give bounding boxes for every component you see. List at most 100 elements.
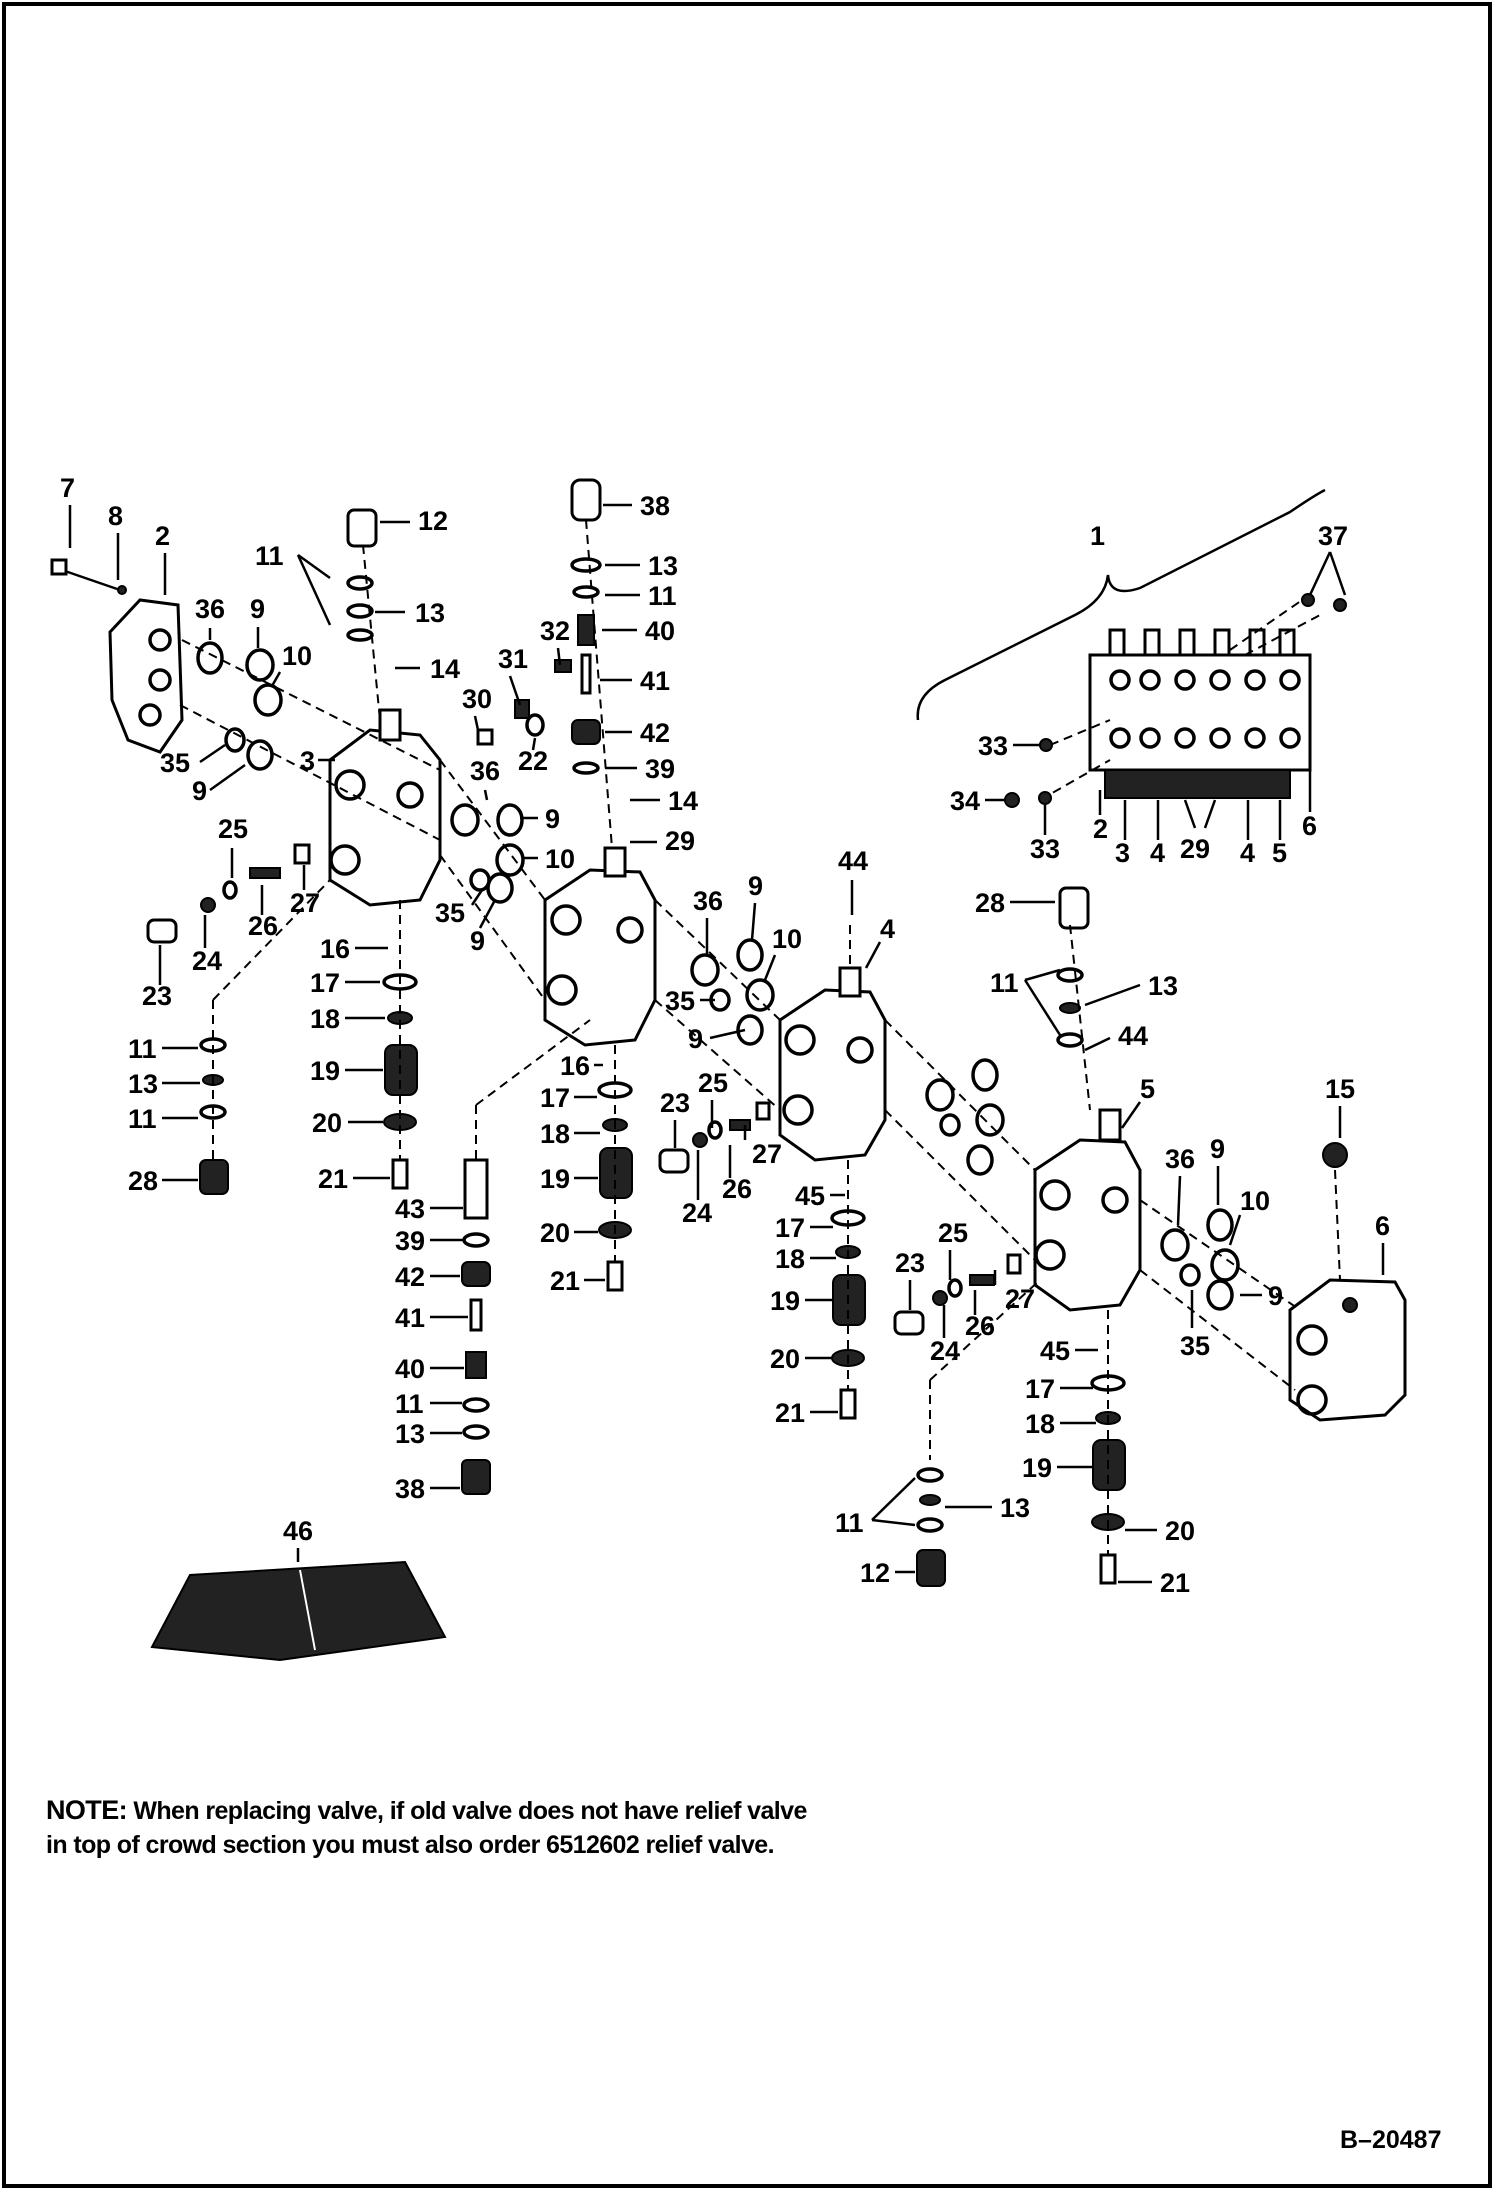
callout-40: 40 xyxy=(395,1354,425,1384)
note-heading: NOTE: xyxy=(46,1795,128,1825)
callout-40: 40 xyxy=(645,616,675,646)
callout-42: 42 xyxy=(395,1262,425,1292)
callout-27: 27 xyxy=(752,1139,782,1169)
callout-12: 12 xyxy=(418,506,448,536)
callout-11: 11 xyxy=(128,1034,157,1064)
note-text: NOTE: When replacing valve, if old valve… xyxy=(46,1793,946,1862)
callout-23: 23 xyxy=(142,981,172,1011)
callout-18: 18 xyxy=(310,1004,340,1034)
callout-26: 26 xyxy=(965,1311,995,1341)
callout-9: 9 xyxy=(192,776,207,806)
callout-44: 44 xyxy=(1118,1021,1148,1051)
seal-rings xyxy=(196,641,1240,1311)
callout-5: 5 xyxy=(1140,1074,1155,1104)
callout-45: 45 xyxy=(795,1181,825,1211)
callout-22: 22 xyxy=(518,746,548,776)
valve-section-5-part xyxy=(1033,1108,1142,1312)
callout-4: 4 xyxy=(880,914,895,944)
callout-28: 28 xyxy=(128,1166,158,1196)
callout-24: 24 xyxy=(192,946,222,976)
assembly-lines xyxy=(179,519,1341,1555)
note-line-1: When replacing valve, if old valve does … xyxy=(133,1797,807,1825)
callout-36: 36 xyxy=(470,756,500,786)
mat-part xyxy=(150,1560,447,1662)
callout-25: 25 xyxy=(218,814,248,844)
callout-3: 3 xyxy=(300,746,315,776)
callout-9: 9 xyxy=(1210,1134,1225,1164)
callout-41: 41 xyxy=(640,666,670,696)
callout-13: 13 xyxy=(1000,1493,1030,1523)
callout-9: 9 xyxy=(1268,1281,1283,1311)
callout-2: 2 xyxy=(155,521,170,551)
callout-6: 6 xyxy=(1302,811,1317,841)
callout-25: 25 xyxy=(698,1068,728,1098)
callout-9: 9 xyxy=(470,926,485,956)
callout-19: 19 xyxy=(540,1164,570,1194)
callout-9: 9 xyxy=(545,804,560,834)
callout-23: 23 xyxy=(660,1088,690,1118)
callout-2: 2 xyxy=(1093,814,1108,844)
callout-13: 13 xyxy=(1148,971,1178,1001)
callout-21: 21 xyxy=(775,1398,805,1428)
callout-17: 17 xyxy=(540,1083,570,1113)
callout-18: 18 xyxy=(540,1119,570,1149)
callout-labels: 7 8 2 11 12 13 14 36 9 10 35 9 3 30 31 2… xyxy=(60,473,1390,1598)
callout-17: 17 xyxy=(1025,1374,1055,1404)
callout-35: 35 xyxy=(665,986,695,1016)
callout-11: 11 xyxy=(835,1508,864,1538)
valve-section-29-part xyxy=(543,846,657,1047)
callout-13: 13 xyxy=(395,1419,425,1449)
callout-11: 11 xyxy=(128,1104,157,1134)
callout-15: 15 xyxy=(1325,1074,1355,1104)
callout-25: 25 xyxy=(938,1218,968,1248)
callout-32: 32 xyxy=(540,616,570,646)
callout-9: 9 xyxy=(688,1024,703,1054)
callout-36: 36 xyxy=(693,886,723,916)
drawing-number: B–20487 xyxy=(1340,2126,1442,2154)
callout-29: 29 xyxy=(1180,834,1210,864)
callout-10: 10 xyxy=(282,641,312,671)
callout-29: 29 xyxy=(665,826,695,856)
callout-20: 20 xyxy=(1165,1516,1195,1546)
valve-section-3-part xyxy=(328,708,442,907)
callout-20: 20 xyxy=(312,1108,342,1138)
inlet-plate-part xyxy=(50,558,184,754)
assembled-valve-part xyxy=(1088,628,1312,799)
callout-27: 27 xyxy=(290,888,320,918)
callout-6: 6 xyxy=(1375,1211,1390,1241)
callout-37: 37 xyxy=(1318,521,1348,551)
callout-10: 10 xyxy=(545,844,575,874)
check-plug-assemblies xyxy=(146,659,1022,1336)
callout-35: 35 xyxy=(160,748,190,778)
callout-19: 19 xyxy=(310,1056,340,1086)
callout-33: 33 xyxy=(978,731,1008,761)
callout-20: 20 xyxy=(770,1344,800,1374)
callout-11: 11 xyxy=(255,541,284,571)
callout-16: 16 xyxy=(560,1051,590,1081)
callout-7: 7 xyxy=(60,473,75,503)
callout-17: 17 xyxy=(775,1213,805,1243)
callout-11: 11 xyxy=(395,1389,424,1419)
valve-section-4-part xyxy=(778,966,887,1162)
callout-33: 33 xyxy=(1030,834,1060,864)
callout-14: 14 xyxy=(668,786,698,816)
callout-19: 19 xyxy=(1022,1453,1052,1483)
callout-30: 30 xyxy=(462,684,492,714)
note-line-2: in top of crowd section you must also or… xyxy=(46,1831,775,1859)
callout-42: 42 xyxy=(640,718,670,748)
callout-21: 21 xyxy=(1160,1568,1190,1598)
callout-41: 41 xyxy=(395,1303,425,1333)
callout-23: 23 xyxy=(895,1248,925,1278)
assembly-brace xyxy=(916,488,1326,721)
callout-43: 43 xyxy=(395,1194,425,1224)
callout-44: 44 xyxy=(838,846,868,876)
callout-10: 10 xyxy=(772,924,802,954)
callout-21: 21 xyxy=(318,1164,348,1194)
callout-11: 11 xyxy=(648,581,677,611)
callout-3: 3 xyxy=(1115,838,1130,868)
callout-13: 13 xyxy=(415,598,445,628)
callout-20: 20 xyxy=(540,1218,570,1248)
callout-8: 8 xyxy=(108,501,123,531)
